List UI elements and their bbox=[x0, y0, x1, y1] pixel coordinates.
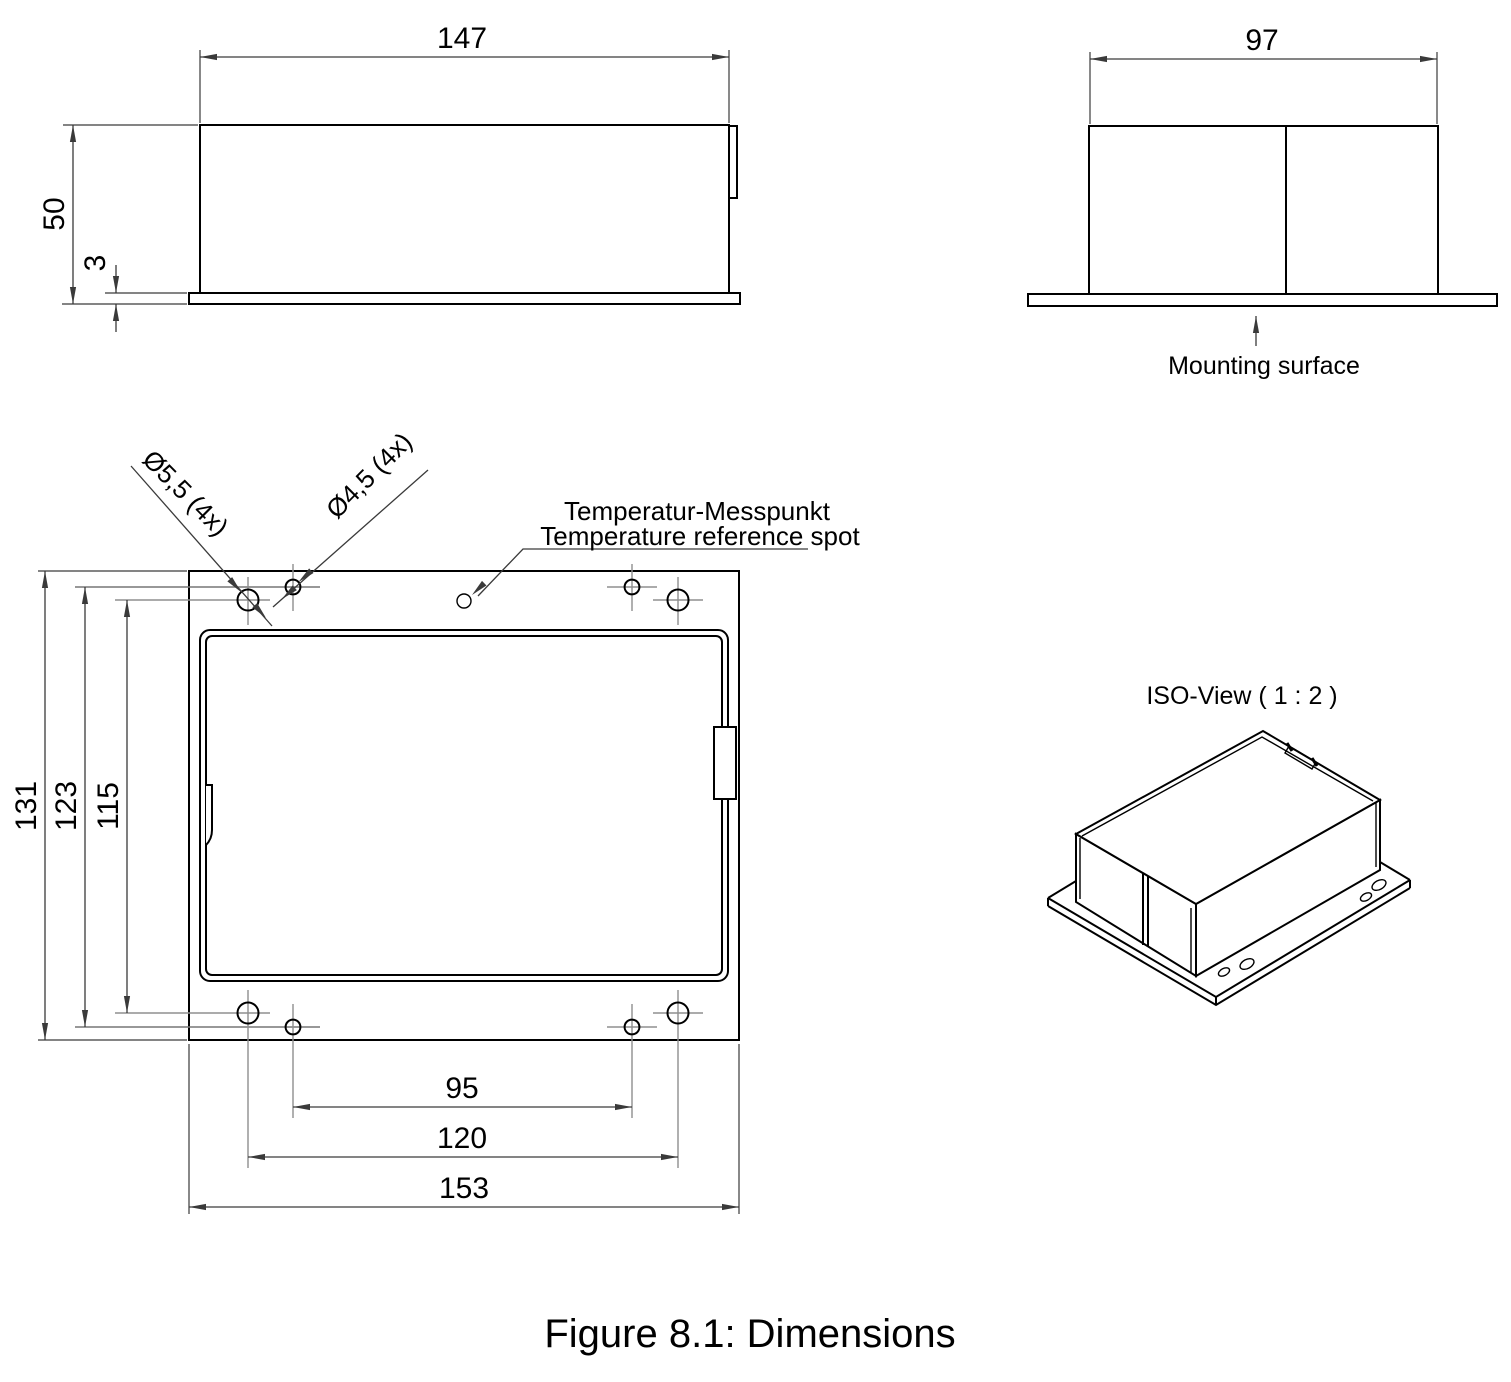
dim-3-label: 3 bbox=[79, 255, 112, 272]
dim-120-label: 120 bbox=[437, 1122, 487, 1155]
bottom-view: Ø5,5 (4x) Ø4,5 (4x) Temperatur-Messpunkt… bbox=[10, 426, 860, 1214]
callout-d55-leader bbox=[130, 465, 273, 627]
mounting-hole-large bbox=[236, 588, 260, 612]
mounting-hole-small bbox=[623, 1018, 641, 1036]
mounting-hole-large bbox=[236, 1001, 260, 1025]
groove-left-notch bbox=[205, 784, 213, 846]
iso-view-title: ISO-View ( 1 : 2 ) bbox=[1146, 682, 1337, 710]
iso-baseplate bbox=[1047, 861, 1411, 1007]
callout-d45-label: Ø4,5 (4x) bbox=[320, 426, 418, 524]
seal-groove-inner bbox=[205, 635, 723, 976]
iso-housing bbox=[1073, 729, 1382, 978]
iso-connector-slot bbox=[1284, 745, 1317, 770]
dim-95-label: 95 bbox=[445, 1072, 478, 1105]
dim-131-label: 131 bbox=[10, 781, 43, 831]
mounting-hole-small bbox=[623, 578, 641, 596]
side-view-baseplate bbox=[1027, 293, 1498, 307]
dim-115-label: 115 bbox=[92, 782, 125, 830]
temp-spot-leader bbox=[477, 548, 808, 597]
bottom-view-baseplate bbox=[188, 570, 740, 1041]
dim-50-label: 50 bbox=[38, 197, 71, 230]
groove-right-tab bbox=[713, 726, 737, 800]
temp-spot-label-de: Temperatur-Messpunkt bbox=[564, 496, 831, 526]
front-view: 147 50 3 bbox=[38, 22, 741, 332]
front-view-housing bbox=[199, 124, 730, 294]
iso-mounting-holes bbox=[1217, 878, 1387, 977]
figure-caption: Figure 8.1: Dimensions bbox=[544, 1312, 955, 1356]
side-view: 97 Mounting surface bbox=[1027, 24, 1498, 380]
dim-147-label: 147 bbox=[437, 22, 487, 55]
temp-spot-label-en: Temperature reference spot bbox=[540, 521, 860, 551]
temperature-reference-spot bbox=[456, 593, 472, 609]
front-view-baseplate bbox=[188, 292, 741, 305]
dim-153-label: 153 bbox=[439, 1172, 489, 1205]
front-view-connector-tab bbox=[728, 125, 738, 199]
callout-d45-leader bbox=[272, 469, 429, 608]
seal-groove-outer bbox=[199, 629, 729, 982]
mounting-hole-small bbox=[284, 578, 302, 596]
dim-97-label: 97 bbox=[1245, 24, 1278, 57]
side-view-housing bbox=[1088, 125, 1439, 295]
mounting-hole-large bbox=[666, 588, 690, 612]
mounting-surface-label: Mounting surface bbox=[1168, 352, 1360, 380]
mounting-hole-large bbox=[666, 1001, 690, 1025]
mounting-hole-small bbox=[284, 1018, 302, 1036]
iso-view: ISO-View ( 1 : 2 ) bbox=[1047, 682, 1411, 1007]
dim-123-label: 123 bbox=[50, 781, 83, 831]
